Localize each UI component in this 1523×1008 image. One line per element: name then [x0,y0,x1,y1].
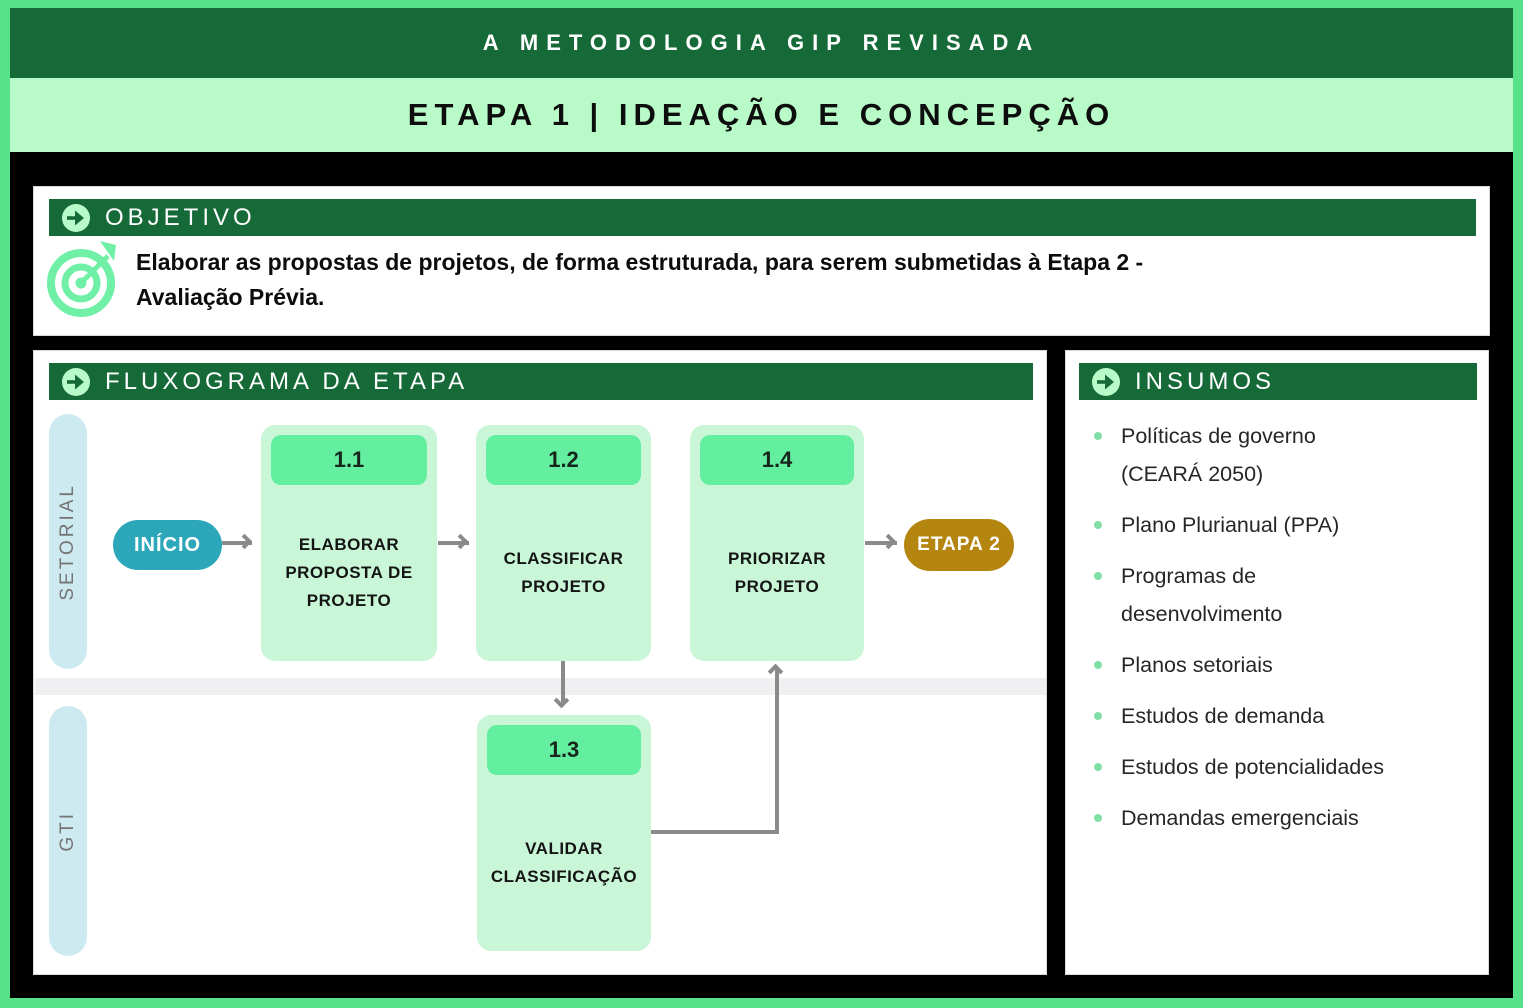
lane-gti: GTI [49,706,87,956]
step-1-4-label: PRIORIZAR PROJETO [728,549,826,596]
objective-header: OBJETIVO [49,199,1476,236]
arrow-start-to-1-1 [222,541,252,545]
step-box-1-4: 1.4 PRIORIZAR PROJETO [690,425,864,661]
flowchart-header: FLUXOGRAMA DA ETAPA [49,363,1033,400]
dot-icon [1094,814,1102,822]
list-item: Plano Plurianual (PPA) [1094,506,1384,544]
lane-gti-label: GTI [57,810,78,852]
arrowhead-down-icon [553,692,570,709]
list-item: Estudos de demanda [1094,697,1384,735]
step-box-1-3: 1.3 VALIDAR CLASSIFICAÇÃO [477,715,651,951]
list-item: Políticas de governo (CEARÁ 2050) [1094,417,1384,493]
arrow-1-2-to-1-3 [561,661,565,705]
arrowhead-up-icon [767,663,784,680]
dot-icon [1094,712,1102,720]
list-item-text: Estudos de potencialidades [1121,755,1384,779]
list-item-text: Programas de desenvolvimento [1121,564,1283,626]
inputs-panel: INSUMOS Políticas de governo (CEARÁ 2050… [1065,350,1489,975]
list-item-text: Planos setoriais [1121,653,1273,677]
inputs-list: Políticas de governo (CEARÁ 2050) Plano … [1094,417,1384,850]
lane-divider [35,678,1046,695]
list-item-text: Políticas de governo (CEARÁ 2050) [1121,424,1316,486]
flowchart-panel: FLUXOGRAMA DA ETAPA SETORIAL GTI INÍCIO … [33,350,1047,975]
lane-setorial-label: SETORIAL [57,482,78,601]
arrow-1-3-elbow-vertical [775,669,779,834]
step-1-3-id: 1.3 [487,725,641,775]
step-1-2-id: 1.2 [486,435,641,485]
end-node: ETAPA 2 [904,519,1014,571]
circle-arrow-right-icon [62,203,90,232]
list-item: Programas de desenvolvimento [1094,557,1384,633]
step-box-1-2: 1.2 CLASSIFICAR PROJETO [476,425,651,661]
objective-panel: OBJETIVO Elaborar as propostas de projet… [33,186,1490,336]
list-item-text: Demandas emergenciais [1121,806,1359,830]
arrow-1-4-to-etapa2 [865,541,897,545]
slide-inner-background: A METODOLOGIA GIP REVISADA ETAPA 1 | IDE… [10,8,1513,998]
lane-setorial: SETORIAL [49,414,87,669]
list-item: Planos setoriais [1094,646,1384,684]
step-1-1-id: 1.1 [271,435,427,485]
arrowhead-right-icon [880,533,897,550]
step-1-2-label: CLASSIFICAR PROJETO [503,549,624,596]
inputs-header-label: INSUMOS [1135,367,1276,395]
inputs-header: INSUMOS [1079,363,1477,400]
objective-text: Elaborar as propostas de projetos, de fo… [136,249,1144,310]
start-node: INÍCIO [113,520,222,570]
circle-arrow-right-icon [62,367,90,396]
dot-icon [1094,763,1102,771]
objective-body: Elaborar as propostas de projetos, de fo… [44,239,1143,321]
top-banner: A METODOLOGIA GIP REVISADA [10,8,1513,78]
arrow-1-1-to-1-2 [438,541,469,545]
objective-header-label: OBJETIVO [105,203,256,231]
step-1-4-id: 1.4 [700,435,854,485]
list-item-text: Plano Plurianual (PPA) [1121,513,1340,537]
arrowhead-right-icon [236,533,253,550]
dot-icon [1094,432,1102,440]
list-item-text: Estudos de demanda [1121,704,1325,728]
step-1-1-label: ELABORAR PROPOSTA DE PROJETO [285,535,413,610]
stage-title: ETAPA 1 | IDEAÇÃO E CONCEPÇÃO [407,97,1116,132]
list-item: Estudos de potencialidades [1094,748,1384,786]
deck-title: A METODOLOGIA GIP REVISADA [482,30,1041,55]
arrow-1-3-elbow-horizontal [651,830,779,834]
arrowhead-right-icon [452,533,469,550]
list-item: Demandas emergenciais [1094,799,1384,837]
dot-icon [1094,521,1102,529]
circle-arrow-right-icon [1092,367,1120,396]
target-dart-icon [47,241,116,317]
flowchart-header-label: FLUXOGRAMA DA ETAPA [105,367,469,395]
step-1-3-label: VALIDAR CLASSIFICAÇÃO [490,839,638,886]
stage-banner: ETAPA 1 | IDEAÇÃO E CONCEPÇÃO [10,78,1513,152]
dot-icon [1094,572,1102,580]
step-box-1-1: 1.1 ELABORAR PROPOSTA DE PROJETO [261,425,437,661]
dot-icon [1094,661,1102,669]
